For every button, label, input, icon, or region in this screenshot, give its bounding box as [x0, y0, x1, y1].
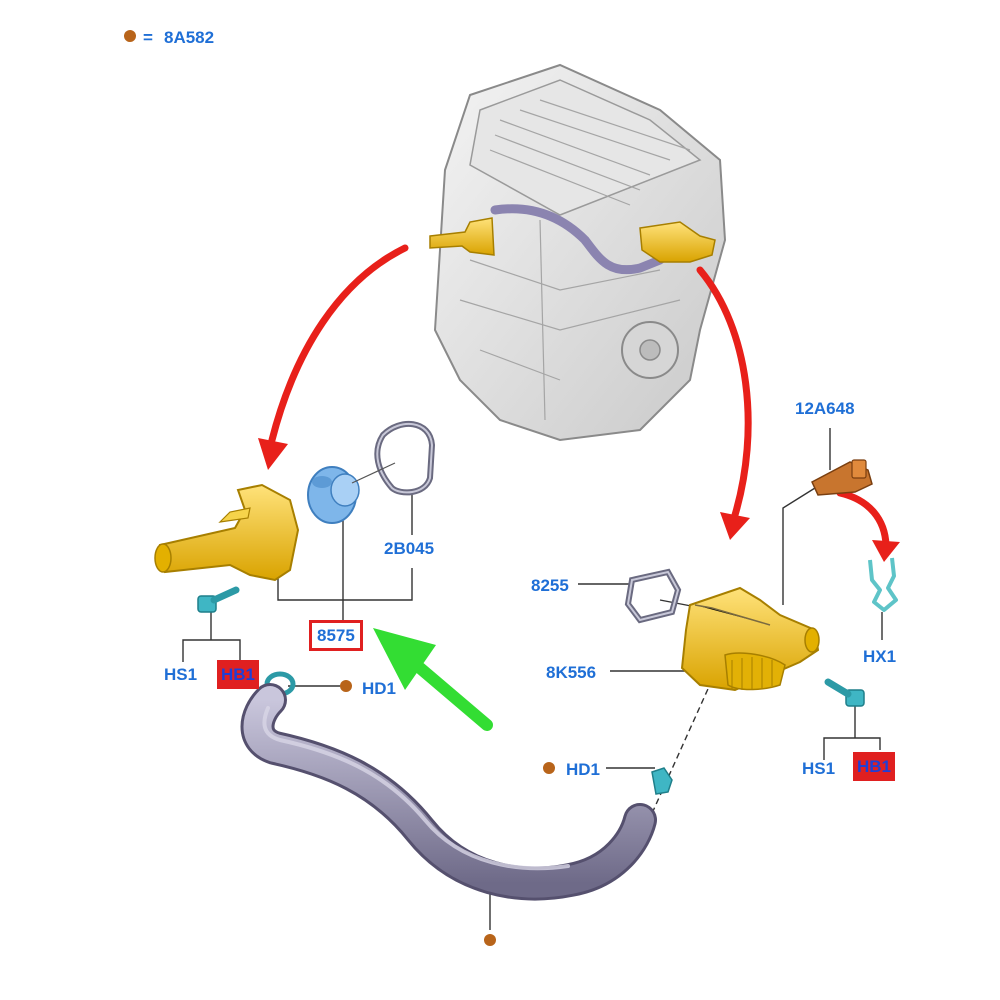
legend-symbol: = [143, 28, 153, 47]
label-bolt-right-hs: HS1 [802, 759, 836, 778]
label-thermostat: 8575 [309, 620, 363, 651]
bolt-icon-right [824, 678, 865, 707]
label-clamp-left: HD1 [362, 679, 397, 698]
label-bolt-left-hs: HS1 [164, 665, 198, 684]
retaining-clip-icon [868, 557, 898, 612]
label-sensor: 12A648 [795, 399, 855, 418]
label-clip: HX1 [863, 647, 897, 666]
gasket-icon [351, 420, 436, 496]
label-bolt-left-hb: HB1 [217, 660, 260, 689]
label-gasket-left: 2B045 [384, 539, 435, 558]
thermostat-housing-icon [154, 483, 300, 582]
callout-arrow-icon [268, 244, 890, 549]
ref-dot-icon [543, 762, 555, 774]
gasket-icon-right [624, 568, 682, 624]
ref-dot-icon [124, 30, 136, 42]
label-gasket-right: 8255 [531, 576, 569, 595]
engine-block-icon [429, 63, 727, 442]
ref-dot-icon [484, 934, 496, 946]
ref-dot-icon [340, 680, 352, 692]
label-clamp-right: HD1 [566, 760, 601, 779]
callout-arrowheads [258, 438, 900, 562]
coolant-outlet-housing-icon [680, 586, 820, 692]
pointer-arrow-icon [373, 628, 493, 731]
label-bolt-right-hb: HB1 [853, 752, 896, 781]
thermostat-icon [307, 466, 360, 524]
label-housing-right: 8K556 [546, 663, 597, 682]
hose-clamp-icon-right [651, 767, 673, 795]
temperature-sensor-icon [811, 459, 873, 496]
legend-code: 8A582 [164, 28, 215, 47]
coolant-hose-icon [240, 683, 657, 901]
bolt-icon [197, 586, 240, 613]
leader-lines [182, 428, 883, 930]
